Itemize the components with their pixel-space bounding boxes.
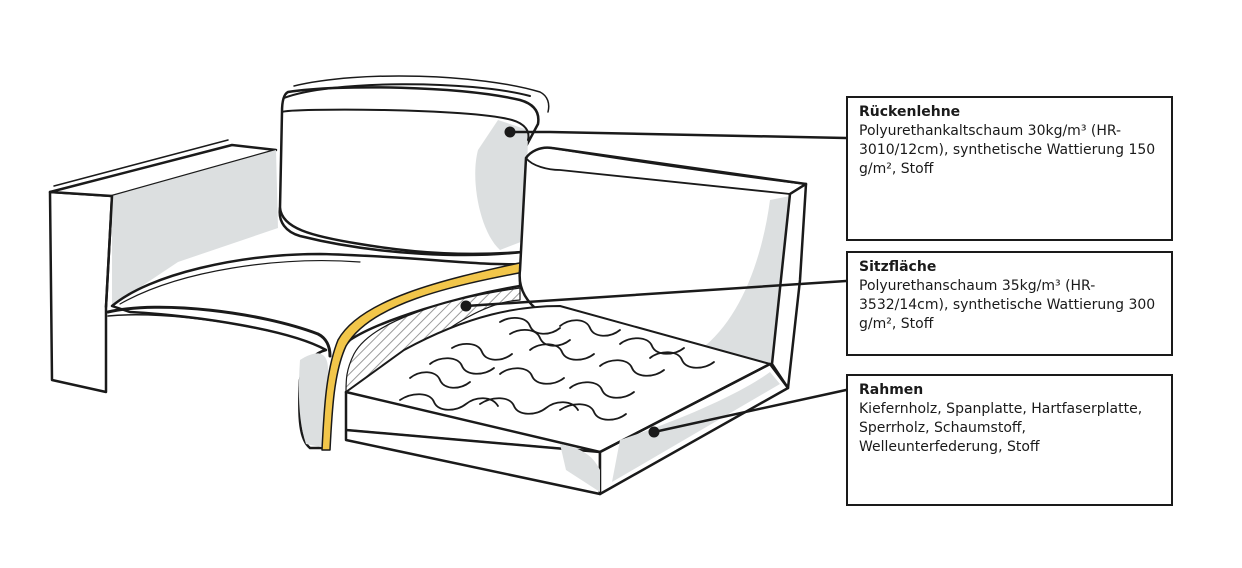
armrest — [48, 139, 278, 394]
backrest-description: Polyurethankaltschaum 30kg/m³ (HR-3010/1… — [859, 123, 1156, 177]
leader-dots — [460, 126, 660, 438]
seat-cushion — [106, 252, 522, 450]
frame-title: Rahmen — [859, 382, 924, 398]
frame-label-box: Rahmen Kiefernholz, Spanplatte, Hartfase… — [846, 374, 1173, 506]
frame-description: Kiefernholz, Spanplatte, Hartfaserplatte… — [859, 401, 1143, 455]
frame-base — [344, 305, 790, 496]
seat-description: Polyurethanschaum 35kg/m³ (HR-3532/14cm)… — [859, 278, 1156, 332]
backrest-title: Rückenlehne — [859, 104, 961, 120]
backrest-label-box: Rückenlehne Polyurethankaltschaum 30kg/m… — [846, 96, 1173, 241]
backrest-cushion — [278, 75, 550, 257]
side-cushion — [518, 146, 808, 390]
leader-lines — [464, 130, 848, 434]
wave-springs — [399, 317, 715, 421]
seat-title: Sitzfläche — [859, 259, 937, 275]
seat-label-box: Sitzfläche Polyurethanschaum 35kg/m³ (HR… — [846, 251, 1173, 356]
